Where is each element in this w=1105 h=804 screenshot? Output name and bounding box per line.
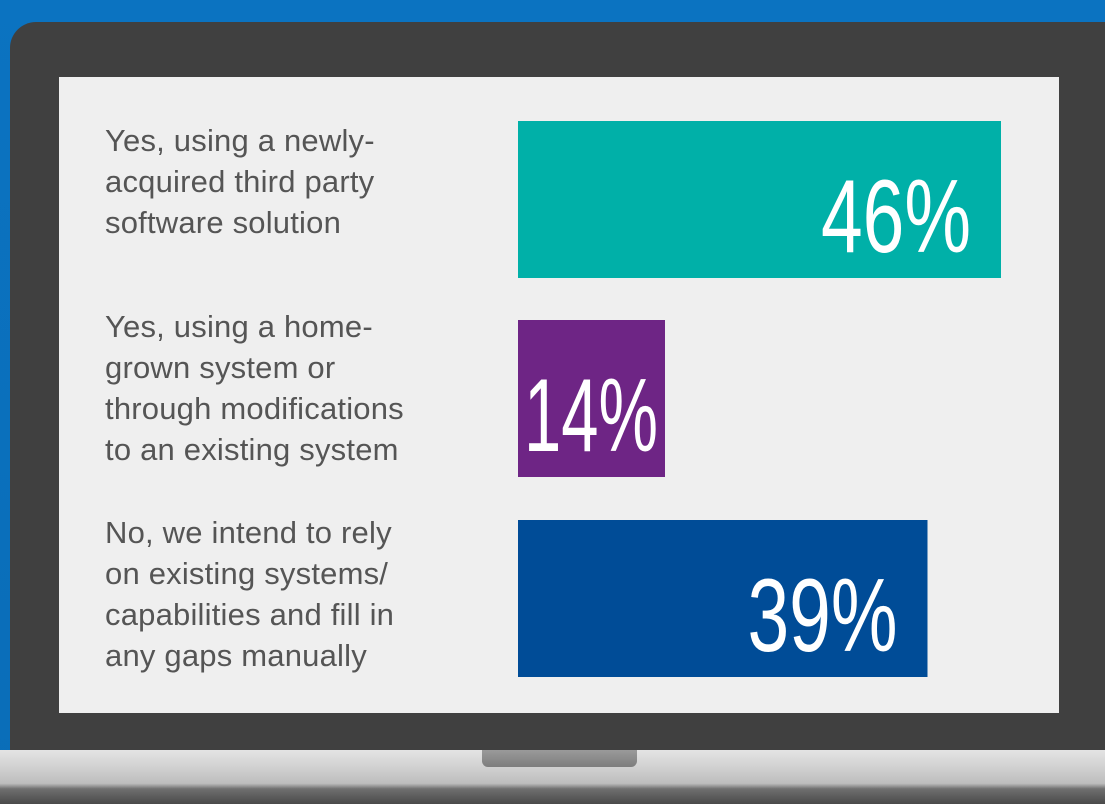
value-label-rely-existing: 39% [748,558,898,674]
category-label-newly-acquired: Yes, using a newly- acquired third party… [105,123,375,240]
bar-newly-acquired [518,121,1001,278]
bar-home-grown [518,320,665,477]
bar-rely-existing [518,520,928,677]
category-label-home-grown: Yes, using a home- grown system or throu… [105,309,404,467]
value-label-newly-acquired: 46% [821,159,971,275]
category-label-rely-existing: No, we intend to rely on existing system… [105,515,395,673]
laptop-notch [482,750,637,767]
value-label-home-grown: 14% [524,358,658,474]
